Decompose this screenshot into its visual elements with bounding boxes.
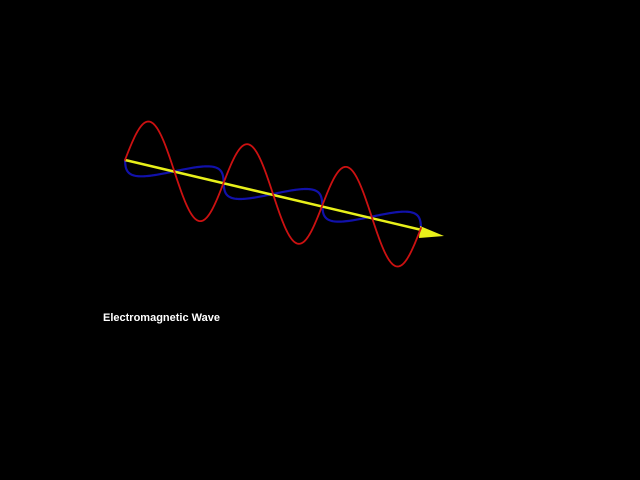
electric-field-wave [124, 120, 422, 268]
propagation-axis-arrow [124, 158, 427, 233]
arrowhead-icon [419, 226, 444, 238]
diagram-caption: Electromagnetic Wave [103, 312, 220, 324]
